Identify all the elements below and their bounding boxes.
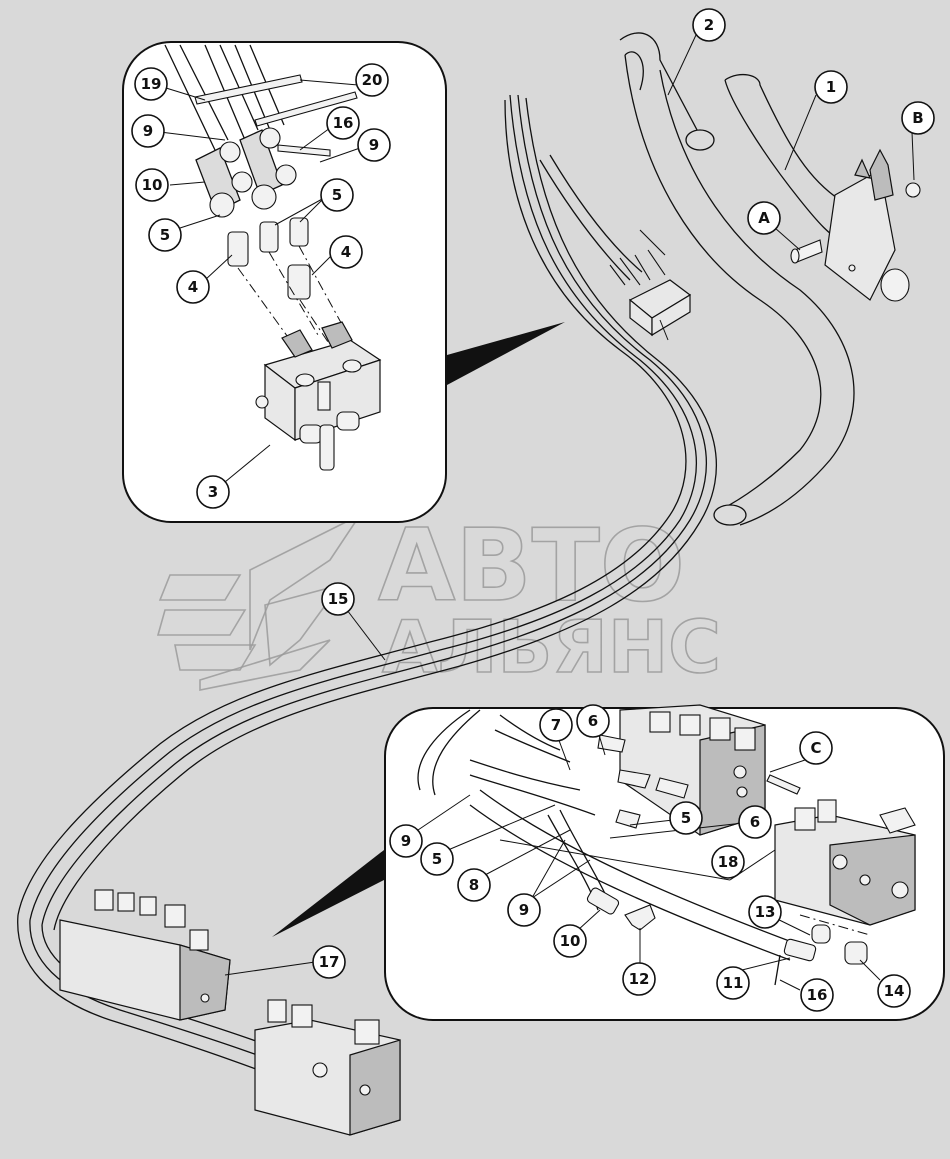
callout-3: 3 <box>196 475 230 509</box>
watermark-logo <box>156 512 363 691</box>
svg-text:6: 6 <box>588 712 598 730</box>
svg-text:12: 12 <box>629 970 650 988</box>
callout-5-top-left: 5 <box>148 218 182 252</box>
svg-text:10: 10 <box>560 932 581 950</box>
svg-text:9: 9 <box>369 136 379 154</box>
callout-9-top-right: 9 <box>357 128 391 162</box>
svg-text:5: 5 <box>160 226 170 244</box>
callout-10-top: 10 <box>135 168 169 202</box>
svg-text:B: B <box>912 109 923 127</box>
svg-text:3: 3 <box>208 483 218 501</box>
svg-text:7: 7 <box>551 716 561 734</box>
svg-text:10: 10 <box>142 176 163 194</box>
svg-text:16: 16 <box>807 986 828 1004</box>
callout-B: B <box>901 101 935 135</box>
svg-text:9: 9 <box>143 122 153 140</box>
callout-4-top-left: 4 <box>176 270 210 304</box>
detail-inset-top <box>122 41 447 523</box>
hose-coupling-block-small <box>609 229 692 341</box>
svg-text:15: 15 <box>328 590 349 608</box>
callout-17: 17 <box>312 945 346 979</box>
svg-text:16: 16 <box>333 114 354 132</box>
callout-A: A <box>747 201 781 235</box>
svg-text:9: 9 <box>519 901 529 919</box>
svg-text:5: 5 <box>681 809 691 827</box>
svg-text:11: 11 <box>723 974 744 992</box>
svg-text:20: 20 <box>362 71 383 89</box>
detail-pointer-top <box>447 322 565 385</box>
svg-text:1: 1 <box>826 78 836 96</box>
callout-9-top-left: 9 <box>131 114 165 148</box>
detail-pointer-bottom <box>272 850 384 937</box>
svg-text:17: 17 <box>319 953 340 971</box>
watermark: АВТО АЛЬЯНС <box>156 506 722 691</box>
svg-text:2: 2 <box>704 16 714 34</box>
svg-text:8: 8 <box>469 876 479 894</box>
callout-16-top: 16 <box>326 106 360 140</box>
callout-16-bottom: 16 <box>800 978 834 1012</box>
callout-1: 1 <box>814 70 848 104</box>
callout-C: C <box>799 731 833 765</box>
callout-9-bottom-left: 9 <box>389 824 423 858</box>
callout-13: 13 <box>748 895 782 929</box>
svg-text:5: 5 <box>432 850 442 868</box>
callout-11: 11 <box>716 966 750 1000</box>
callout-4-top-right: 4 <box>329 235 363 269</box>
callout-12: 12 <box>622 962 656 996</box>
callout-18: 18 <box>711 845 745 879</box>
svg-text:9: 9 <box>401 832 411 850</box>
svg-text:19: 19 <box>141 75 162 93</box>
callout-9-bottom-mid: 9 <box>507 893 541 927</box>
callout-7: 7 <box>539 708 573 742</box>
watermark-line2: АЛЬЯНС <box>382 605 721 689</box>
leader-lines <box>159 34 915 991</box>
callout-20: 20 <box>355 63 389 97</box>
svg-text:13: 13 <box>755 903 776 921</box>
svg-text:4: 4 <box>188 278 198 296</box>
callout-19: 19 <box>134 67 168 101</box>
callout-10-bottom: 10 <box>553 924 587 958</box>
lower-valve-bank-left <box>59 889 231 1021</box>
callout-5-top-right: 5 <box>320 178 354 212</box>
part-1-pipe-bracket <box>724 73 921 302</box>
callout-14: 14 <box>877 974 911 1008</box>
part-2-tube <box>619 32 855 526</box>
callout-5-bottom-left: 5 <box>420 842 454 876</box>
callout-15: 15 <box>321 582 355 616</box>
svg-text:5: 5 <box>332 186 342 204</box>
callout-5-bottom: 5 <box>669 801 703 835</box>
svg-text:4: 4 <box>341 243 351 261</box>
watermark-line1: АВТО <box>378 507 685 624</box>
callout-6-bottom: 6 <box>738 805 772 839</box>
callout-6-top: 6 <box>576 704 610 738</box>
svg-text:18: 18 <box>718 853 739 871</box>
svg-text:A: A <box>758 209 770 227</box>
svg-text:14: 14 <box>884 982 905 1000</box>
callout-8: 8 <box>457 868 491 902</box>
svg-text:C: C <box>810 739 821 757</box>
callout-2: 2 <box>692 8 726 42</box>
detail-inset-bottom <box>384 704 945 1021</box>
lower-valve-bank-right <box>254 999 401 1136</box>
svg-text:6: 6 <box>750 813 760 831</box>
